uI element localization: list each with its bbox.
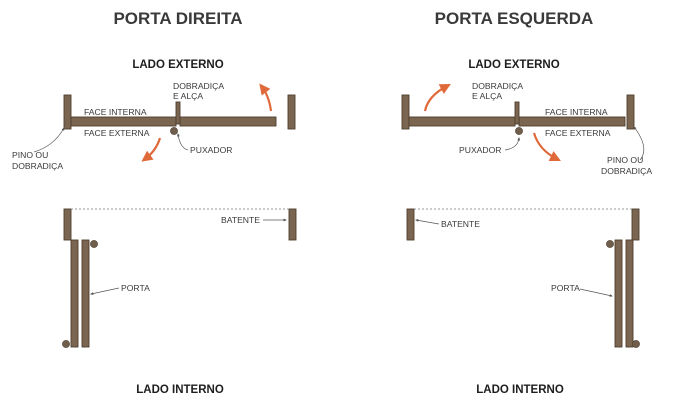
right-door-leader (89, 287, 120, 295)
right-swing-arrow-inward (141, 137, 162, 162)
right-face-internal-label: FACE INTERNA (84, 107, 147, 117)
right-stop-label: BATENTE (221, 215, 260, 225)
left-open-leaf-a (614, 239, 623, 348)
left-door-panel: PORTA ESQUERDA LADO EXTERNO LADO INTERNO… (401, 9, 652, 396)
right-pin-label-2: DOBRADIÇA (12, 161, 63, 171)
right-handle-knob (170, 127, 178, 135)
left-handle-knob (515, 127, 523, 135)
left-stop-leader (414, 219, 440, 225)
left-pin-label-1: PINO OU (607, 155, 643, 165)
left-door-title: PORTA ESQUERDA (435, 9, 594, 28)
right-jamb-right (287, 94, 296, 130)
right-pin-label-1: PINO OU (12, 150, 48, 160)
right-hinge-strap (175, 101, 181, 125)
left-door-label: PORTA (551, 283, 580, 293)
left-jamb-right (626, 94, 635, 130)
right-pin-leader (33, 127, 65, 153)
right-leaf-left (70, 116, 177, 127)
right-door-title: PORTA DIREITA (113, 9, 242, 28)
left-handle-leader (504, 136, 521, 151)
left-top-side-label: LADO EXTERNO (468, 59, 559, 71)
right-open-knob-top (90, 240, 98, 248)
left-pin-label-2: DOBRADIÇA (601, 166, 652, 176)
left-swing-arrow-outward (423, 83, 451, 112)
left-pin-leader (633, 126, 645, 161)
right-handle-label: PUXADOR (190, 145, 233, 155)
right-swing-arrow-outward (259, 83, 273, 112)
left-hinge-strap (514, 101, 520, 125)
right-leaf-right (179, 116, 277, 127)
left-open-knob-top (606, 240, 614, 248)
right-open-knob-bottom (62, 340, 70, 348)
left-bottom-side-label: LADO INTERNO (476, 384, 564, 396)
right-jamb-left (63, 94, 72, 130)
left-open-knob-bottom (632, 340, 640, 348)
left-face-internal-label: FACE INTERNA (545, 107, 608, 117)
left-jamb-left (401, 94, 410, 130)
right-frame-right (288, 208, 297, 241)
left-handle-label: PUXADOR (459, 145, 502, 155)
left-swing-arrow-inward (532, 132, 561, 161)
left-leaf-right (518, 116, 626, 127)
left-hinge-label-1: DOBRADIÇA (472, 81, 523, 91)
right-hinge-label-2: E ALÇA (173, 91, 203, 101)
left-open-leaf-b (625, 239, 634, 348)
right-open-leaf-a (70, 239, 79, 348)
right-frame-left (63, 208, 72, 241)
right-handle-leader (176, 132, 189, 151)
right-door-panel: PORTA DIREITA LADO EXTERNO LADO INTERNO … (12, 9, 297, 396)
right-door-label: PORTA (121, 283, 150, 293)
left-hinge-label-2: E ALÇA (472, 91, 502, 101)
right-open-leaf-b (81, 239, 90, 348)
right-face-external-label: FACE EXTERNA (84, 128, 150, 138)
left-door-leader (579, 288, 614, 297)
right-top-side-label: LADO EXTERNO (132, 59, 223, 71)
left-stop-label: BATENTE (441, 219, 480, 229)
right-hinge-label-1: DOBRADIÇA (173, 81, 224, 91)
left-leaf-left (408, 116, 516, 127)
left-face-external-label: FACE EXTERNA (545, 128, 611, 138)
right-bottom-side-label: LADO INTERNO (136, 384, 224, 396)
left-frame-left (406, 208, 415, 241)
left-frame-right (631, 208, 640, 241)
